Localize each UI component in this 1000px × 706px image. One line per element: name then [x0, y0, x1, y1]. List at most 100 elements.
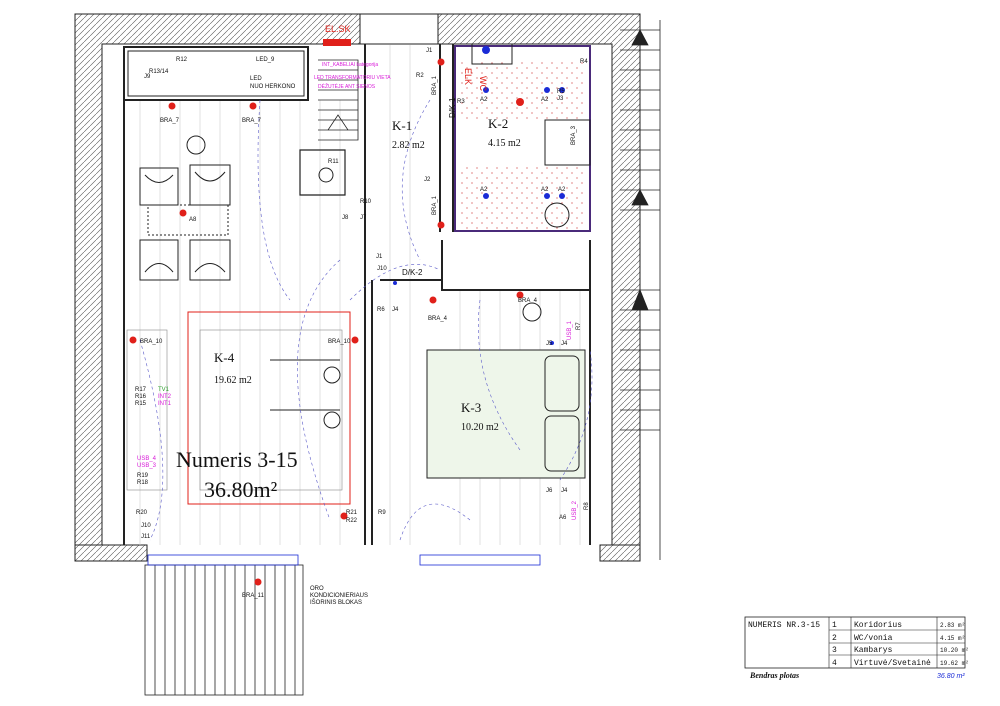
- dk1-label: D/K-1: [448, 97, 457, 118]
- table-total-label: Bendras plotas: [749, 671, 799, 680]
- exterior-walls: [74, 13, 641, 562]
- tag-j4: J4: [392, 307, 399, 313]
- table-row-3-name: Kambarys: [854, 646, 893, 655]
- tag-usb2: USB_2: [572, 500, 578, 520]
- tag-j10-2: J10: [141, 523, 151, 529]
- tag-j1-top: J1: [426, 48, 433, 54]
- tag-usb4: USB_4: [137, 456, 157, 462]
- tag-int1: INT1: [158, 401, 172, 407]
- light-fixtures: [129, 58, 524, 586]
- tag-bra3: BRA_3: [571, 125, 577, 145]
- int-kabeliai-label: INT_KABELIAI kategorija: [322, 62, 378, 68]
- tag-r12: R12: [176, 57, 188, 63]
- led-transformer-label-2: DĖŽUTĖJE ANT SIENOS: [318, 82, 376, 90]
- room-k2-area: 4.15 m2: [488, 138, 521, 149]
- tag-labels: R12 R13/14 J9 R11 R10 J8 J7 J1 J1 J10 R2…: [135, 48, 590, 599]
- tag-a2-2: A2: [541, 97, 549, 103]
- table-row-1-n: 1: [832, 621, 837, 630]
- tag-r18: R18: [137, 480, 149, 486]
- tag-r4: R4: [580, 59, 588, 65]
- stair: [318, 59, 359, 141]
- tag-r10: R10: [360, 199, 372, 205]
- room-k3-area: 10.20 m2: [461, 422, 499, 433]
- tag-j4-3: J4: [561, 488, 568, 494]
- tag-r22: R22: [346, 518, 358, 524]
- table-row-3-n: 3: [832, 646, 837, 655]
- tag-tv1: TV1: [158, 387, 170, 393]
- tag-r20: R20: [136, 510, 148, 516]
- led-herkono-label: NUO HERKONO: [250, 84, 296, 90]
- tag-a8: A8: [189, 217, 197, 223]
- tag-r21: R21: [346, 510, 358, 516]
- tag-j3: J3: [557, 96, 564, 102]
- table-row-4-name: Virtuvė/Svetainė: [854, 659, 931, 668]
- table-header: NUMERIS NR.3-15: [748, 621, 820, 630]
- tag-bra4-2: BRA_4: [518, 298, 538, 304]
- tag-r7: R7: [576, 322, 582, 330]
- oro-line-3: IŠORINIS BLOKAS: [310, 599, 362, 606]
- tag-usb3: USB_3: [137, 463, 157, 469]
- table-row-4-n: 4: [832, 659, 837, 668]
- table-row-3-area: 10.20 m²: [940, 647, 969, 654]
- electrical-notes: EL.SK INT_KABELIAI kategorija LED TRANSF…: [250, 24, 488, 277]
- tag-bra4: BRA_4: [428, 316, 448, 322]
- el-sk-panel: [323, 39, 351, 46]
- tag-int2: INT2: [158, 394, 172, 400]
- tag-bra10: BRA_10: [140, 339, 163, 345]
- table-row-2-name: WC/vonia: [854, 634, 893, 643]
- tag-r5: R5: [557, 89, 565, 95]
- room-labels: K-1 2.82 m2 K-2 4.15 m2 K-3 10.20 m2 K-4…: [176, 116, 521, 502]
- room-k4-code: K-4: [214, 350, 235, 365]
- tag-bra1: BRA_1: [432, 195, 438, 215]
- tag-r3: R3: [457, 99, 465, 105]
- tag-r15: R15: [135, 401, 147, 407]
- tag-r17: R17: [135, 387, 147, 393]
- k2-tile-floor-top: [458, 60, 586, 120]
- tag-j11: J11: [141, 534, 151, 540]
- room-k1-area: 2.82 m2: [392, 140, 425, 151]
- tag-a2-4: A2: [541, 187, 549, 193]
- furniture: [126, 43, 591, 505]
- led-transformer-label-1: LED TRANSFORMATORIU VIETA: [314, 75, 391, 81]
- elk-label: ELK: [463, 68, 473, 85]
- k2-tile-floor: [458, 165, 586, 229]
- tag-j4-2: J4: [561, 341, 568, 347]
- tag-j9: J9: [144, 74, 151, 80]
- tag-j10: J10: [377, 266, 387, 272]
- table-row-2-area: 4.15 m²: [940, 635, 965, 642]
- tag-a2-1: A2: [480, 97, 488, 103]
- tag-j6: J6: [546, 488, 553, 494]
- room-k1-code: K-1: [392, 118, 412, 133]
- tag-r13-14: R13/14: [149, 69, 169, 75]
- led-label: LED: [250, 76, 262, 82]
- tag-a6: A6: [559, 515, 567, 521]
- room-k2-code: K-2: [488, 116, 508, 131]
- unit-title: Numeris 3-15: [176, 447, 298, 472]
- oro-line-1: ORO: [310, 586, 324, 592]
- oro-note: ORO KONDICIONIERIAUS IŠORINIS BLOKAS: [310, 586, 368, 606]
- tag-j8: J8: [342, 215, 349, 221]
- table-total-value: 36.80 m²: [937, 673, 965, 680]
- tag-j1: J1: [376, 254, 383, 260]
- room-k4-area: 19.62 m2: [214, 375, 252, 386]
- blue-points: [393, 46, 565, 345]
- area-table: NUMERIS NR.3-15 1 Koridorius 2.83 m² 2 W…: [744, 616, 969, 680]
- tag-r11: R11: [328, 159, 339, 165]
- tag-r16: R16: [135, 394, 147, 400]
- dk2-label: D/K-2: [402, 268, 423, 277]
- tag-bra7-2: BRA_7: [242, 118, 262, 124]
- tag-usb1: USB_1: [567, 320, 573, 340]
- tag-r19: R19: [137, 473, 149, 479]
- led-9-label: LED_9: [256, 57, 275, 63]
- table-row-1-area: 2.83 m²: [940, 622, 965, 629]
- tag-bra10-2: BRA_10: [328, 339, 351, 345]
- tag-r6: R6: [377, 307, 385, 313]
- unit-area: 36.80m²: [204, 477, 278, 502]
- tag-a2-3: A2: [480, 187, 488, 193]
- table-row-2-n: 2: [832, 634, 837, 643]
- exterior-steps: [620, 20, 661, 560]
- oro-line-2: KONDICIONIERIAUS: [310, 593, 368, 599]
- tag-r8: R8: [584, 502, 590, 510]
- tag-j2: J2: [424, 177, 431, 183]
